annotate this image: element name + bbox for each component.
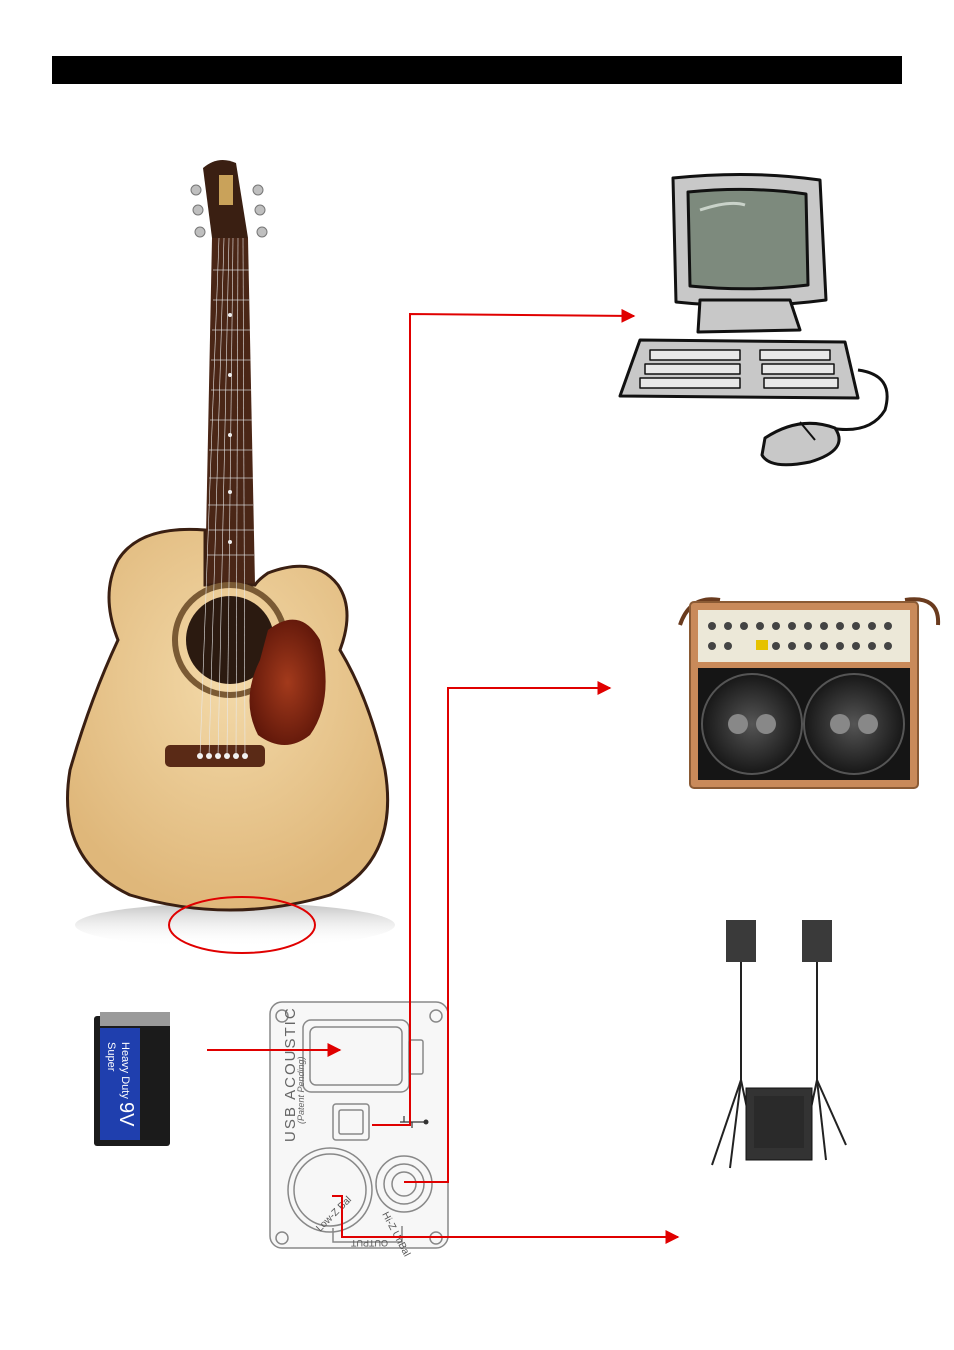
- battery-voltage-label: 9V: [115, 1102, 137, 1127]
- acoustic-amplifier-image: [680, 599, 938, 788]
- battery-brand-line2: Heavy Duty: [119, 1042, 131, 1099]
- battery-brand-line1: Super: [105, 1042, 117, 1072]
- battery-9v-image: Super Heavy Duty 9V: [94, 1012, 170, 1146]
- panel-subtitle: (Patent Pending): [296, 1056, 306, 1124]
- panel-output-label: OUTPUT: [351, 1238, 389, 1248]
- pa-speaker-system-image: [712, 920, 846, 1168]
- acoustic-guitar-image: [68, 160, 396, 947]
- computer-image: [620, 174, 887, 464]
